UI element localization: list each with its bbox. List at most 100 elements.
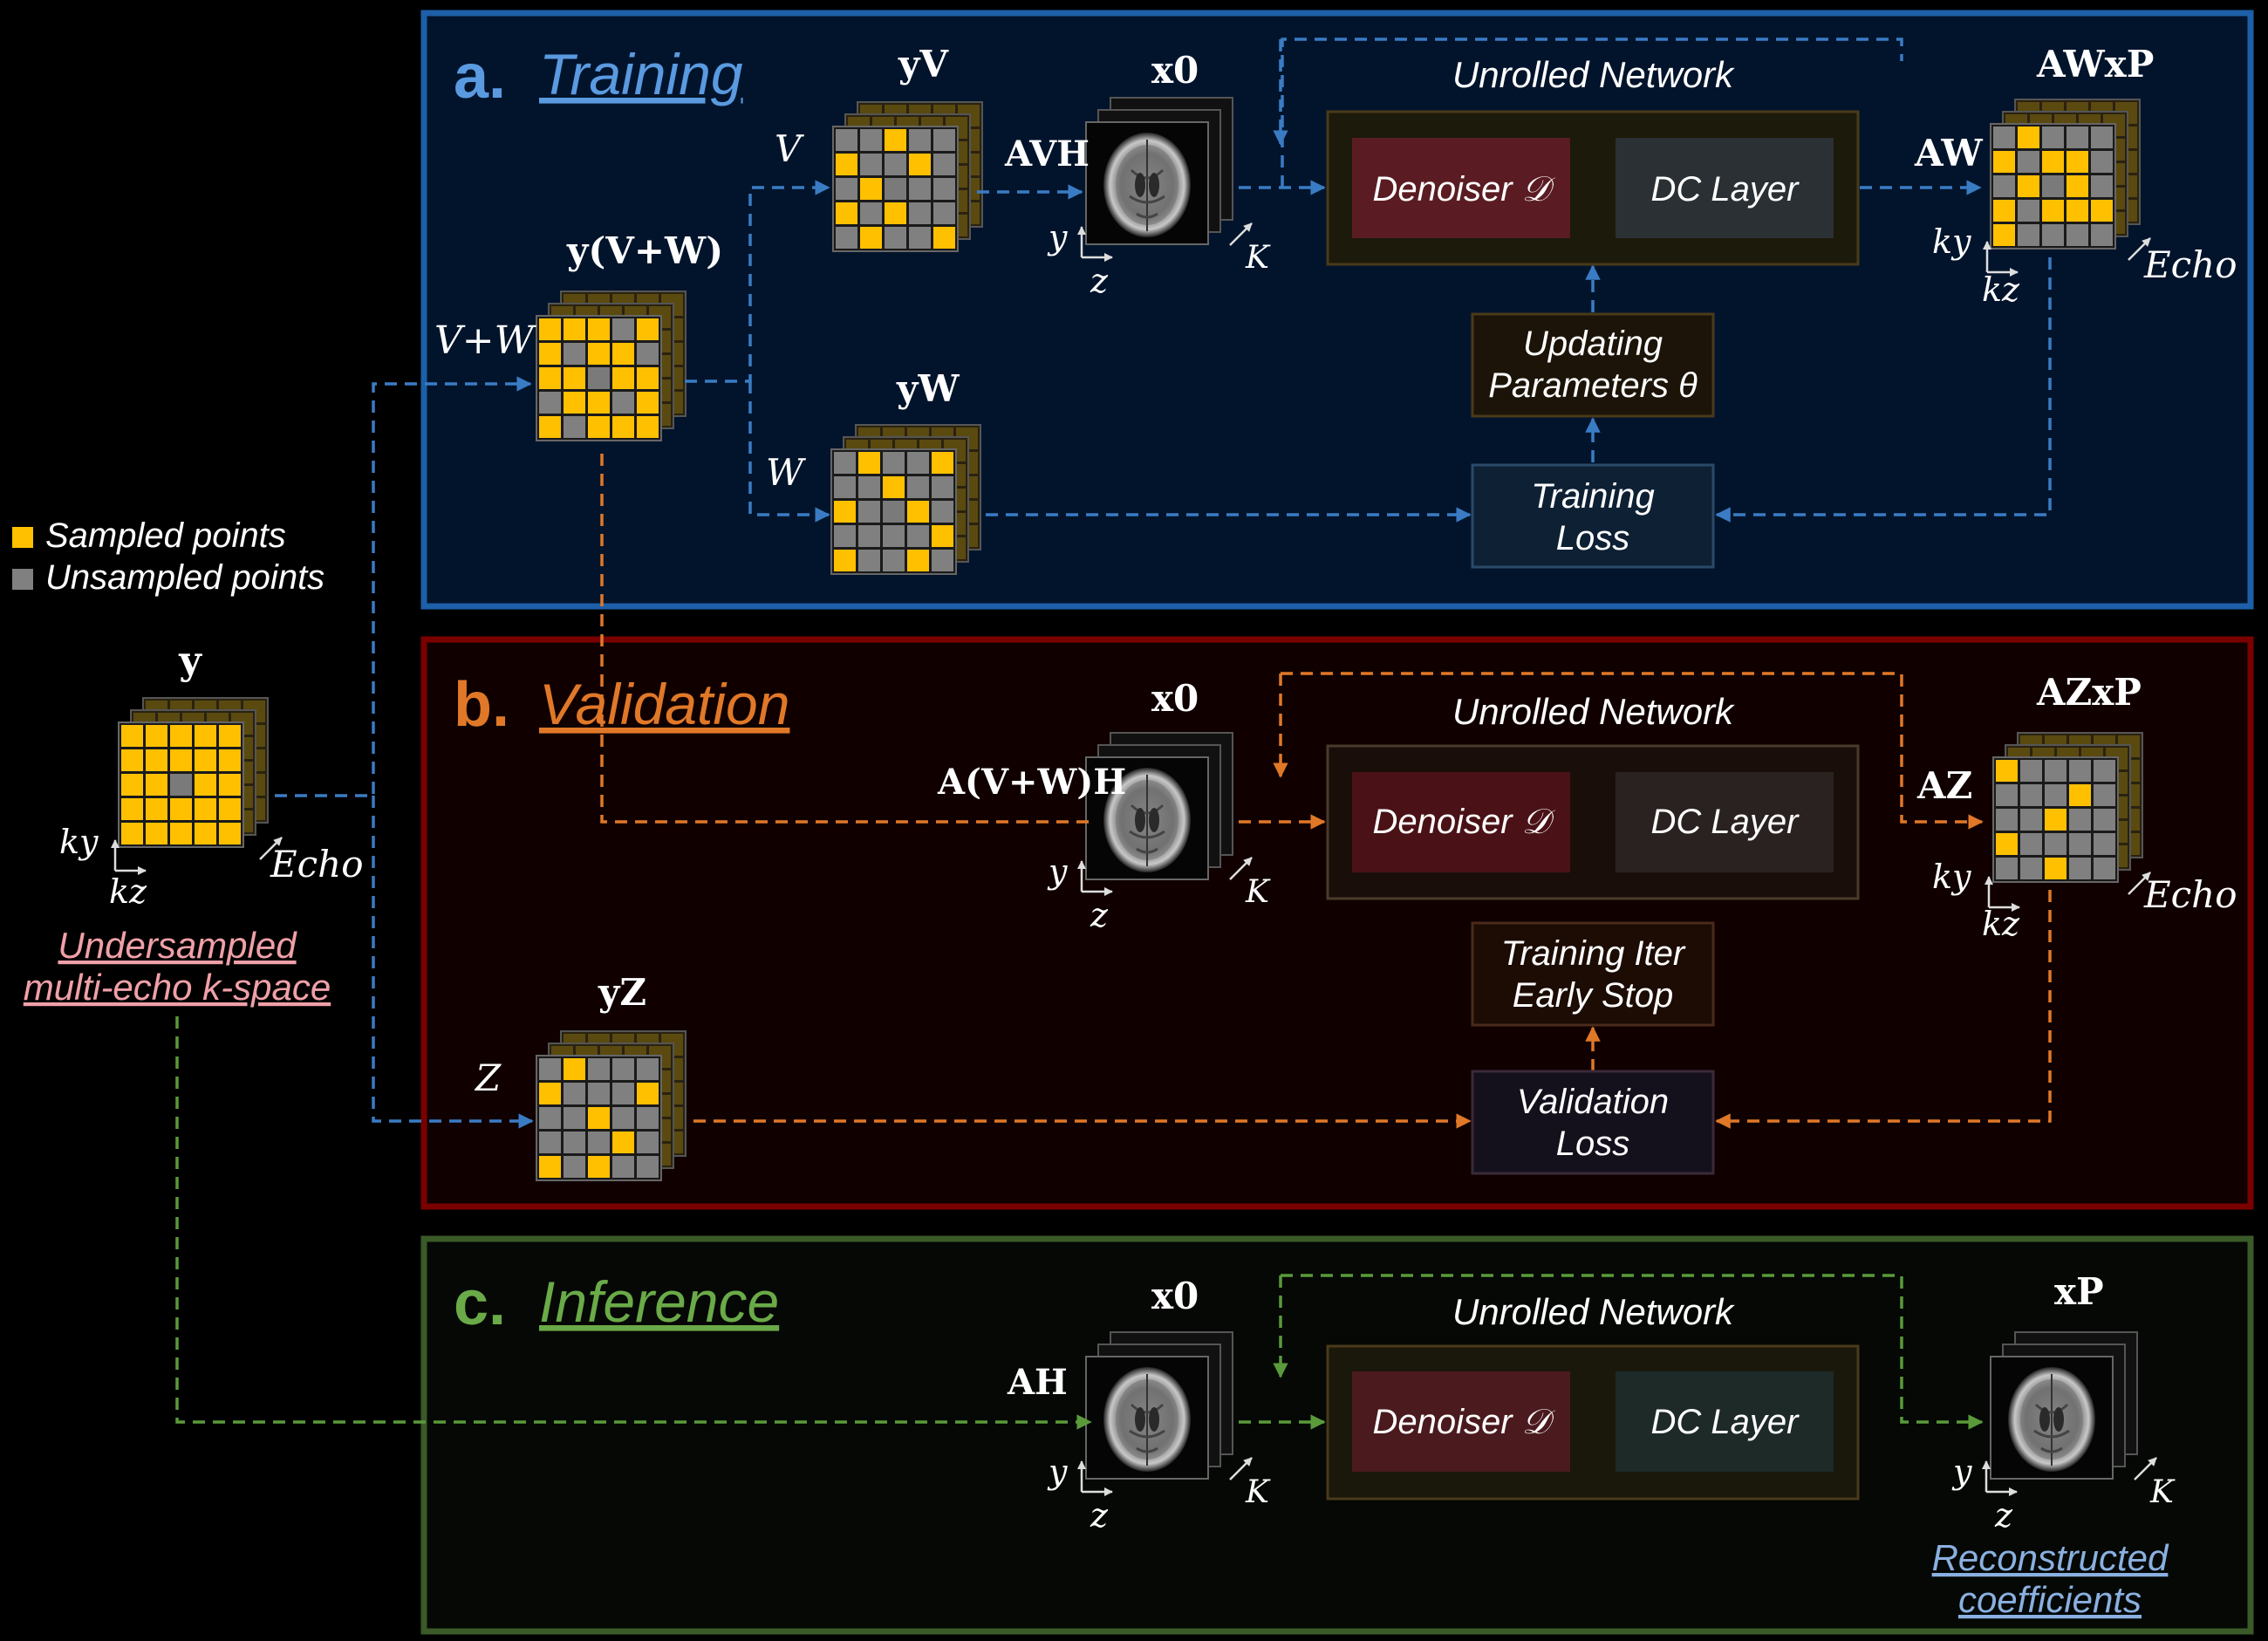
inference-z-axis-label: z [1090, 1496, 1109, 1535]
input-kspace [118, 697, 269, 848]
validation-loss-box: Validation Loss [1471, 1070, 1715, 1175]
training-net-title: Unrolled Network [1452, 54, 1735, 95]
z-label: Z [474, 1056, 502, 1099]
yv-label: yV [898, 43, 949, 85]
training-loss-line1: Training [1531, 477, 1655, 516]
training-z-axis-label: z [1090, 262, 1109, 300]
inference-x0-image [1084, 1331, 1233, 1480]
training-loss-line2: Loss [1556, 519, 1630, 557]
validation-net-title: Unrolled Network [1452, 691, 1735, 732]
training-dc-label: DC Layer [1651, 170, 1800, 209]
aw-echo-label: Echo [2143, 243, 2237, 286]
validation-panel [420, 636, 2254, 1210]
az-output-kspace [1992, 732, 2143, 883]
inference-title: Inference [539, 1269, 779, 1334]
validation-denoiser-label: Denoiser 𝒟 [1372, 803, 1555, 841]
aw-output-kspace [1990, 99, 2141, 250]
output-y-axis-label: y [1951, 1453, 1972, 1491]
input-kz-label: kz [109, 872, 147, 911]
yz-kspace [536, 1030, 687, 1181]
training-title: Training [539, 42, 743, 106]
validation-z-axis-label: z [1090, 896, 1109, 934]
output-xp-image [1989, 1331, 2138, 1480]
output-z-axis-label: z [1994, 1496, 2013, 1535]
yw-kspace [830, 424, 981, 575]
az-label: AZ [1916, 764, 1972, 807]
inference-dc-box [1616, 1371, 1834, 1472]
yvw-label: y(V+W) [566, 229, 723, 272]
update-line2: Parameters θ [1488, 366, 1698, 405]
validation-denoiser-box [1352, 772, 1570, 872]
training-letter: a. [454, 42, 506, 112]
validation-op-label: A(V+W)H [937, 762, 1126, 803]
aw-ky-label: ky [1932, 222, 1971, 261]
az-echo-label: Echo [2143, 873, 2237, 916]
validation-network: Unrolled Network Denoiser 𝒟 DC Layer [1326, 691, 1860, 900]
validation-loss-line2: Loss [1556, 1125, 1630, 1163]
input-y-label: y [178, 639, 202, 683]
aw-kz-label: kz [1982, 270, 2020, 309]
early-stop-box: Training Iter Early Stop [1471, 921, 1715, 1027]
image-stacks [1084, 97, 2138, 1480]
training-x0-label: x0 [1151, 49, 1199, 92]
validation-dc-label: DC Layer [1651, 803, 1800, 841]
kspace-grids [118, 99, 2143, 1181]
inference-network: Unrolled Network Denoiser 𝒟 DC Layer [1326, 1291, 1860, 1501]
early-stop-line2: Early Stop [1513, 976, 1674, 1015]
az-ky-label: ky [1932, 858, 1971, 896]
validation-letter: b. [454, 670, 509, 740]
input-echo-label: Echo [270, 843, 364, 885]
validation-K-axis-label: K [1245, 874, 1271, 910]
unsampled-swatch [12, 569, 33, 590]
az-kz-label: kz [1982, 905, 2020, 943]
inference-letter: c. [454, 1268, 506, 1338]
inference-output-label: xP [2054, 1270, 2104, 1313]
inference-denoiser-label: Denoiser 𝒟 [1372, 1403, 1555, 1441]
validation-x0-label: x0 [1151, 677, 1199, 720]
vw-label: V+W [434, 318, 537, 363]
update-parameters-box: Updating Parameters θ [1471, 312, 1715, 418]
legend-sampled: Sampled points [45, 516, 286, 555]
inference-op-label: AH [1007, 1362, 1068, 1403]
output-caption-line2: coefficients [1958, 1579, 2142, 1620]
aw-label: AW [1914, 132, 1983, 174]
training-denoiser-label: Denoiser 𝒟 [1372, 170, 1555, 209]
v-label: V [775, 127, 804, 170]
validation-arrows [600, 454, 2052, 1129]
yz-label: yZ [598, 971, 646, 1014]
w-label: W [766, 451, 807, 494]
update-line1: Updating [1523, 325, 1663, 363]
early-stop-line1: Training Iter [1501, 934, 1686, 973]
training-arrows [275, 38, 2052, 1129]
yvw-kspace [536, 291, 687, 441]
training-denoiser-box [1352, 138, 1570, 238]
yv-kspace [832, 101, 983, 252]
validation-loss-line1: Validation [1517, 1083, 1669, 1121]
input-ky-label: ky [59, 823, 99, 861]
training-loss-box: Training Loss [1471, 463, 1715, 569]
inference-y-axis-label: y [1047, 1453, 1068, 1491]
inference-net-title: Unrolled Network [1452, 1291, 1735, 1332]
legend-unsampled: Unsampled points [45, 558, 324, 597]
validation-y-axis-label: y [1047, 852, 1068, 891]
training-op-label: AVH [1004, 133, 1090, 174]
input-caption-line2: multi-echo k-space [24, 967, 331, 1008]
inference-dc-label: DC Layer [1651, 1403, 1800, 1441]
validation-title: Validation [539, 672, 789, 736]
validation-output-label: AZxP [2036, 671, 2142, 714]
validation-dc-box [1616, 772, 1834, 872]
output-K-axis-label: K [2149, 1474, 2176, 1510]
yw-label: yW [896, 367, 960, 410]
training-y-axis-label: y [1047, 218, 1068, 256]
inference-x0-label: x0 [1151, 1275, 1199, 1317]
training-x0-image [1084, 97, 1233, 246]
training-network: Unrolled Network Denoiser 𝒟 DC Layer [1326, 54, 1860, 266]
training-output-label: AWxP [2036, 43, 2154, 85]
output-caption-line1: Reconstructed [1932, 1537, 2169, 1578]
training-K-axis-label: K [1245, 240, 1271, 276]
inference-denoiser-box [1352, 1371, 1570, 1472]
validation-x0-image [1084, 732, 1233, 881]
inference-K-axis-label: K [1245, 1474, 1271, 1510]
